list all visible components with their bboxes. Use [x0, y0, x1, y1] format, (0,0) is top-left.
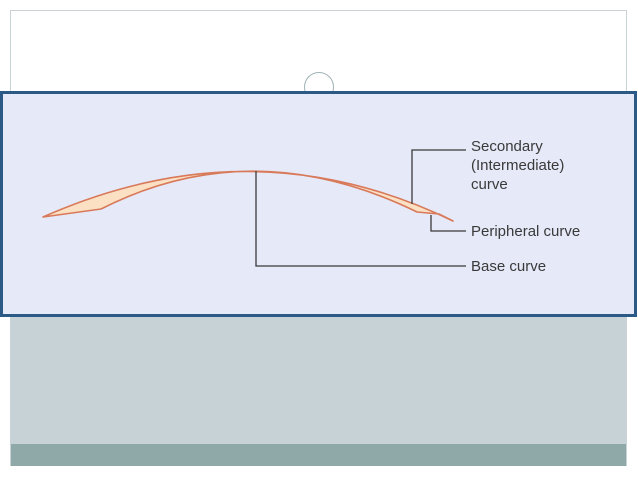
secondary-curve-label-line3: curve	[471, 176, 508, 193]
secondary-curve-label-line1: Secondary	[471, 138, 543, 155]
peripheral-curve-label: Peripheral curve	[471, 223, 581, 240]
lens-diagram-svg	[42, 149, 466, 267]
content-band	[11, 316, 626, 444]
contact-lens-cross-section	[42, 170, 454, 222]
secondary-curve-label-line2: (Intermediate)	[471, 157, 565, 174]
lens-diagram-panel: Secondary (Intermediate) curve Periphera…	[0, 91, 637, 317]
peripheral-curve-leader	[430, 215, 466, 232]
secondary-curve-label: Secondary (Intermediate) curve	[471, 137, 564, 194]
footer-band	[11, 444, 626, 466]
base-curve-label: Base curve	[471, 258, 547, 275]
base-curve-leader	[255, 171, 466, 267]
secondary-curve-leader	[411, 149, 466, 204]
